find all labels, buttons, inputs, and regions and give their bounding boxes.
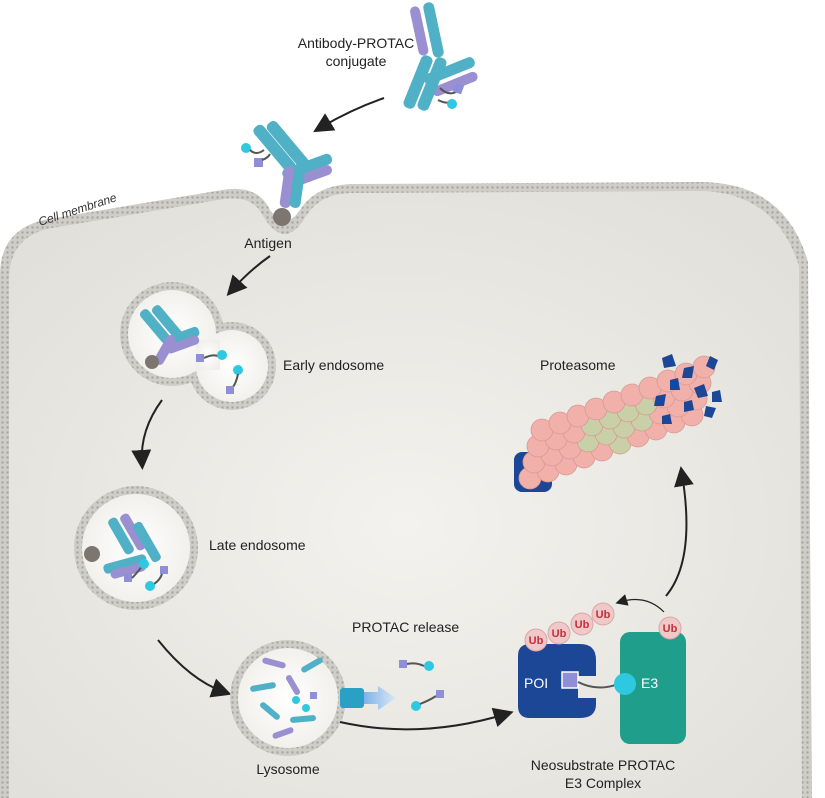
proteasome-label: Proteasome xyxy=(540,357,616,373)
e3-ligand xyxy=(614,673,636,695)
degraded-fragments xyxy=(654,354,722,424)
protac-release-label: PROTAC release xyxy=(352,619,459,635)
poi-protein xyxy=(518,644,596,718)
arrow-complex-formation xyxy=(339,707,514,731)
arrow-maturation-2 xyxy=(157,639,232,698)
arrow-binding xyxy=(313,97,385,133)
antibody-bound xyxy=(241,120,333,208)
antigen-marker xyxy=(273,208,291,226)
e3-ligase xyxy=(620,632,686,744)
lysosome-label: Lysosome xyxy=(256,761,320,777)
late-endosome-label: Late endosome xyxy=(209,537,306,553)
lysosome xyxy=(230,640,346,756)
complex-label-line2: E3 Complex xyxy=(565,775,641,791)
ub-label-3: Ub xyxy=(575,619,590,631)
ub-label-5: Ub xyxy=(663,623,678,635)
early-endosome xyxy=(120,282,276,410)
proteasome xyxy=(514,355,716,492)
released-protac xyxy=(399,660,444,711)
ub-label-4: Ub xyxy=(596,609,611,621)
ubiquitin-chain xyxy=(524,602,682,652)
poi-label: POI xyxy=(524,675,548,691)
release-arrow xyxy=(364,686,396,710)
arrow-maturation-1 xyxy=(131,399,163,470)
release-channel xyxy=(340,688,364,708)
arrow-ubiquitination xyxy=(615,594,665,613)
ub-label-1: Ub xyxy=(529,635,544,647)
conjugate-label-line2: conjugate xyxy=(326,53,387,69)
antigen-label: Antigen xyxy=(244,235,291,251)
ternary-complex xyxy=(518,632,686,744)
ub-label-2: Ub xyxy=(552,628,567,640)
complex-label-line1: Neosubstrate PROTAC xyxy=(531,757,675,773)
late-endosome xyxy=(74,486,198,610)
antibody-conjugate-free xyxy=(403,2,478,111)
e3-label: E3 xyxy=(641,675,658,691)
early-endosome-label: Early endosome xyxy=(283,357,384,373)
poi-warhead xyxy=(561,671,579,689)
conjugate-label-line1: Antibody-PROTAC xyxy=(298,35,414,51)
arrow-degradation xyxy=(665,466,694,597)
arrow-internalization xyxy=(226,255,271,296)
